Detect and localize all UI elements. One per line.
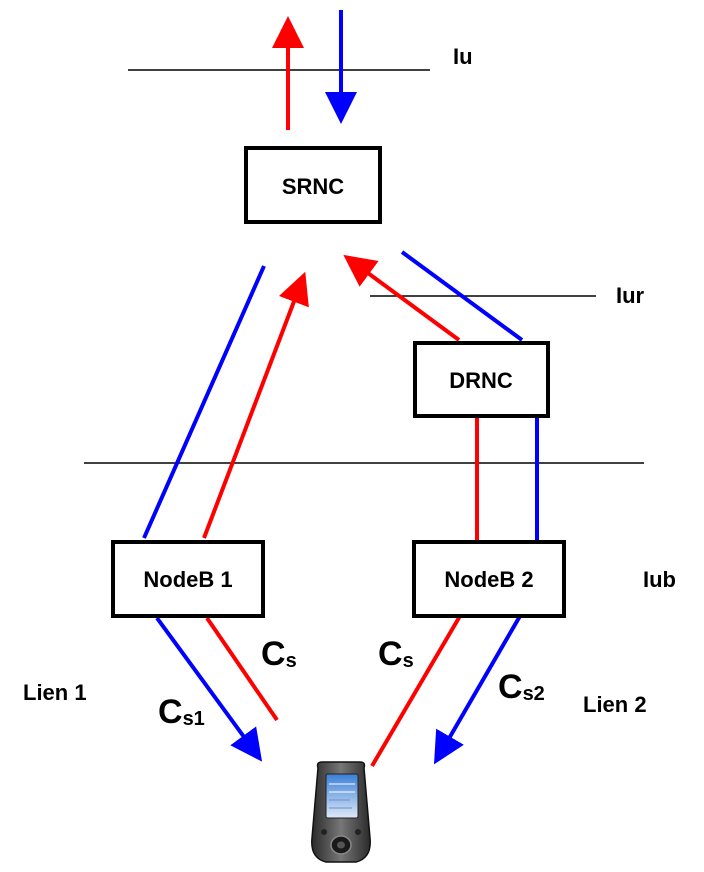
nodeb2-node: NodeB 2 <box>412 540 566 618</box>
cs1-main: C <box>158 693 183 731</box>
nodeb2-label: NodeB 2 <box>444 567 533 592</box>
mobile-phone-icon <box>311 761 371 863</box>
lien1-downlink-arrow <box>155 616 263 762</box>
cs-label-right: Cs <box>378 635 414 673</box>
cs1-sub: s1 <box>183 708 205 730</box>
nodeb1-node: NodeB 1 <box>111 540 265 618</box>
cs-left-sub: s <box>286 650 297 672</box>
cs-left-main: C <box>261 635 286 673</box>
nodeb1-srnc-downlink <box>142 265 266 539</box>
lien2-label: Lien 2 <box>583 692 647 717</box>
iub-label: Iub <box>643 567 676 592</box>
srnc-drnc-downlink <box>400 250 524 342</box>
nodeb1-srnc-uplink-arrow <box>202 271 309 539</box>
drnc-node: DRNC <box>413 341 550 418</box>
lien2-uplink <box>370 614 462 768</box>
lien1-label: Lien 1 <box>23 680 87 705</box>
cs-right-sub: s <box>403 650 414 672</box>
srnc-label: SRNC <box>282 174 344 199</box>
iu-label: Iu <box>453 44 473 69</box>
nodeb1-label: NodeB 1 <box>143 567 232 592</box>
cs2-sub: s2 <box>523 683 545 705</box>
lien1-uplink <box>205 616 279 722</box>
cs1-label: Cs1 <box>158 693 205 731</box>
cs-right-main: C <box>378 635 403 673</box>
lien2-downlink-arrow <box>433 614 522 765</box>
drnc-srnc-uplink-arrow <box>343 254 461 342</box>
cs2-label: Cs2 <box>498 668 545 706</box>
cs-label-left: Cs <box>261 635 297 673</box>
cs2-main: C <box>498 668 523 706</box>
iur-label: Iur <box>616 283 645 308</box>
drnc-label: DRNC <box>449 368 513 393</box>
srnc-node: SRNC <box>244 146 382 224</box>
